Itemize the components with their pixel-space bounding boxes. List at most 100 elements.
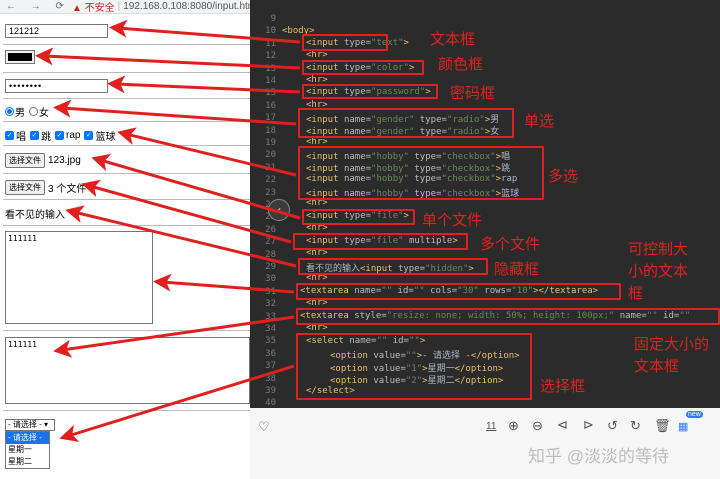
zoom-out-icon[interactable]: ⊖ <box>532 418 543 433</box>
rotate-left-icon[interactable]: ↺ <box>607 418 618 433</box>
color-input[interactable] <box>5 50 35 64</box>
divider <box>3 98 250 99</box>
label-fixed-1: 固定大小的 <box>634 335 710 353</box>
address-bar[interactable]: ← → ⟳ ▲ 不安全 | 192.168.0.108:8080/input.h… <box>0 0 250 14</box>
code-line: <input name="hobby" type="checkbox">跳 <box>306 164 511 174</box>
checkbox-label: 篮球 <box>95 132 116 143</box>
box-checkbox <box>298 146 544 200</box>
label-select: 选择框 <box>540 377 586 395</box>
line-number: 17 <box>265 113 276 124</box>
code-line: <hr> <box>306 273 328 283</box>
watermark: 知乎 @淡淡的等待 <box>528 447 669 466</box>
heart-icon[interactable]: ♡ <box>258 419 270 434</box>
page-number[interactable]: 11 <box>486 421 497 432</box>
divider <box>3 330 250 331</box>
divider <box>3 72 250 73</box>
checkbox-rap[interactable]: ✓ <box>55 131 64 140</box>
browser-page: ← → ⟳ ▲ 不安全 | 192.168.0.108:8080/input.h… <box>0 0 250 479</box>
code-line: <textarea name="" id="" cols="30" rows="… <box>300 286 599 296</box>
divider <box>3 410 250 411</box>
radio-label: 男 <box>15 108 25 119</box>
grid-icon[interactable]: ▦ <box>678 421 689 433</box>
checkbox-sing[interactable]: ✓ <box>5 131 14 140</box>
line-number: 15 <box>265 88 276 99</box>
file-input-single: 选择文件 123.jpg <box>5 153 81 168</box>
code-line: <input type="color"> <box>306 63 415 73</box>
textarea-resizable[interactable]: 111111 <box>5 231 153 324</box>
line-number: 27 <box>265 237 276 248</box>
choose-files-button[interactable]: 选择文件 <box>5 180 45 195</box>
code-line: 看不见的输入<input type="hidden"> <box>306 264 474 274</box>
select-option[interactable]: - 请选择 - <box>6 432 49 444</box>
code-line: <input name="hobby" type="checkbox">唱 <box>306 152 511 162</box>
line-number: 23 <box>265 187 276 198</box>
zoom-in-icon[interactable]: ⊕ <box>508 418 519 433</box>
line-number: 11 <box>265 38 276 49</box>
checkbox-label: 跳 <box>41 132 51 143</box>
code-line: <input name="gender" type="radio">男 <box>306 115 500 125</box>
label-resizable-3: 框 <box>628 284 644 302</box>
choose-file-button[interactable]: 选择文件 <box>5 153 45 168</box>
viewer-toolbar: ♡ 11 ⊕ ⊖ ⊲ ⊳ ↺ ↻ 🗑 ▦ new 知乎 @淡淡的等待 <box>250 408 720 479</box>
code-line: <hr> <box>306 75 328 85</box>
line-number: 33 <box>265 311 276 322</box>
rotate-right-icon[interactable]: ↻ <box>630 418 641 433</box>
radio-male[interactable] <box>5 107 14 116</box>
code-line: <select name="" id=""> <box>306 336 426 346</box>
line-number: 36 <box>265 348 276 359</box>
line-number: 38 <box>265 373 276 384</box>
box-textarea-resizable <box>296 283 621 300</box>
prev-icon[interactable]: ⊲ <box>557 417 568 432</box>
radio-female[interactable] <box>29 107 38 116</box>
code-line: <input name="hobby" type="checkbox">rap <box>306 174 518 184</box>
code-line: <input type="password"> <box>306 87 431 97</box>
line-number: 35 <box>265 336 276 347</box>
next-icon[interactable]: ⊳ <box>583 417 594 432</box>
delete-icon[interactable]: 🗑 <box>654 418 671 433</box>
select-option[interactable]: 星期一 <box>8 445 32 454</box>
box-color <box>302 60 424 75</box>
divider <box>3 199 250 200</box>
code-line: <hr> <box>306 323 328 333</box>
color-swatch <box>8 53 32 61</box>
line-number: 10 <box>265 26 276 37</box>
code-line: <input name="hobby" type="checkbox">篮球 <box>306 189 520 199</box>
code-line: <hr> <box>306 100 328 110</box>
label-file: 单个文件 <box>422 211 483 229</box>
box-textarea-fixed <box>296 308 720 325</box>
select-dropdown[interactable]: - 请选择 - ▾ <box>5 419 55 431</box>
password-input[interactable]: •••••••• <box>5 79 108 93</box>
checkbox-basketball[interactable]: ✓ <box>84 131 94 140</box>
label-checkbox: 多选 <box>548 167 579 185</box>
line-number: 12 <box>265 51 276 62</box>
collapse-arrow-icon[interactable]: ‹ <box>268 199 290 221</box>
security-warning[interactable]: ▲ 不安全 <box>71 3 115 14</box>
url-separator: | <box>117 1 121 12</box>
hidden-input-label: 看不见的输入 <box>5 210 65 221</box>
text-input[interactable]: 121212 <box>5 24 108 38</box>
divider <box>3 121 250 122</box>
file-name: 123.jpg <box>48 155 81 166</box>
checkbox-label: 唱 <box>16 132 26 143</box>
select-option[interactable]: 星期二 <box>8 457 32 466</box>
label-hidden: 隐藏框 <box>494 260 540 278</box>
code-line: <input name="gender" type="radio">女 <box>306 127 500 137</box>
divider <box>3 145 250 146</box>
checkbox-group: ✓唱 ✓跳 ✓rap ✓篮球 <box>5 128 115 143</box>
checkbox-dance[interactable]: ✓ <box>30 131 39 140</box>
select-options: - 请选择 - 星期一 星期二 <box>5 431 50 469</box>
label-radio: 单选 <box>524 112 555 130</box>
file-count: 3 个文件 <box>48 184 87 195</box>
line-number: 26 <box>265 224 276 235</box>
url-text[interactable]: 192.168.0.108:8080/input.htm <box>123 1 250 12</box>
box-select <box>296 333 532 400</box>
box-hidden <box>298 258 488 275</box>
textarea-fixed[interactable]: 111111 <box>5 337 250 404</box>
divider <box>3 225 250 226</box>
divider <box>3 44 250 45</box>
line-number: 14 <box>265 76 276 86</box>
nav-icons[interactable]: ← → ⟳ <box>6 1 70 12</box>
new-badge: new <box>686 411 703 418</box>
divider <box>3 173 250 174</box>
line-number: 9 <box>270 14 276 24</box>
